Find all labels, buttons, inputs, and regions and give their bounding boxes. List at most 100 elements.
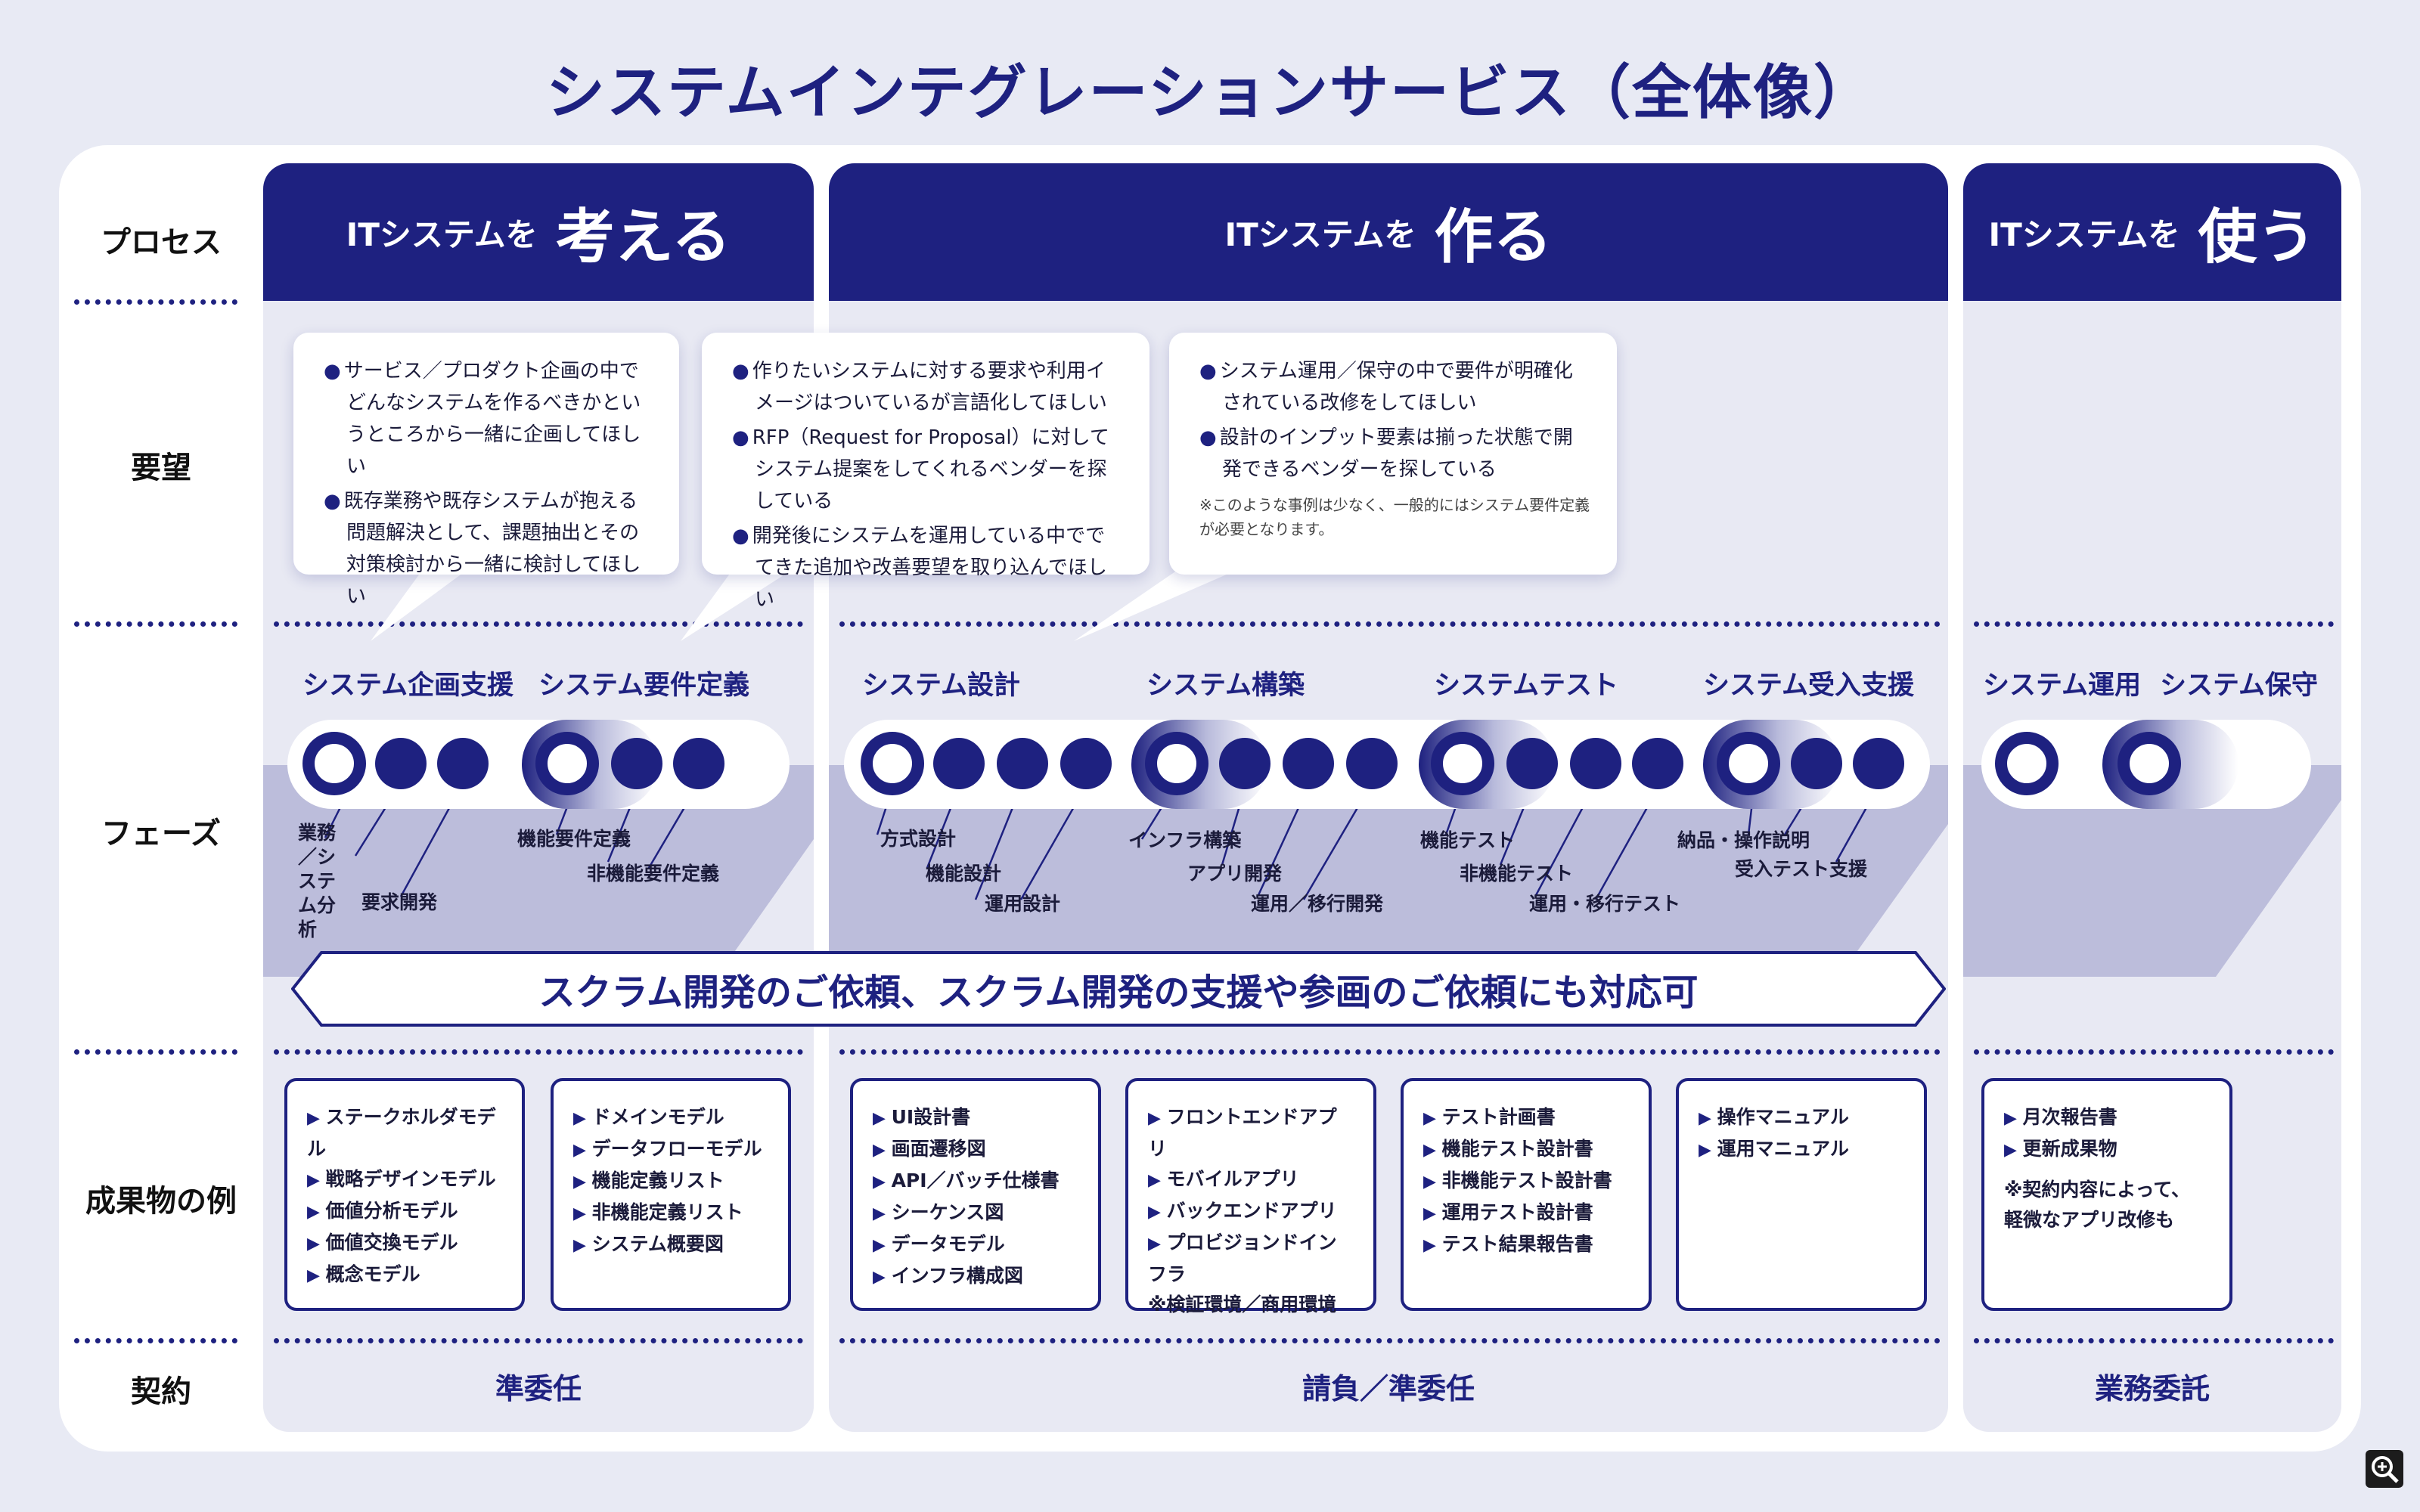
deliverable-item: 運用テスト設計書 <box>1423 1198 1629 1229</box>
phase-start-marker <box>302 732 366 795</box>
phase-maintenance: システム保守 <box>2160 671 2318 701</box>
deliverables-box-6: 操作マニュアル 運用マニュアル <box>1676 1078 1927 1311</box>
request-bubble-1: サービス／プロダクト企画の中でどんなシステムを作るべきかというところから一緒に企… <box>293 333 679 608</box>
separator <box>274 1049 803 1055</box>
column-prefix: ITシステムを <box>1988 215 2180 253</box>
deliverable-item: 月次報告書 <box>2004 1102 2210 1134</box>
zoom-in-button[interactable] <box>2366 1450 2403 1488</box>
deliverables-box-5: テスト計画書 機能テスト設計書 非機能テスト設計書 運用テスト設計書 テスト結果… <box>1401 1078 1652 1311</box>
request-item: 設計のインプット要素は揃った状態で開発できるベンダーを探している <box>1199 422 1591 485</box>
separator <box>74 1049 237 1055</box>
separator <box>1974 1338 2334 1343</box>
separator <box>1974 621 2334 627</box>
subphase: 運用設計 <box>985 893 1061 915</box>
row-label-deliverables: 成果物の例 <box>85 1184 237 1219</box>
deliverable-note: 軽微なアプリ改修も <box>2004 1209 2175 1231</box>
deliverable-item: UI設計書 <box>873 1102 1078 1134</box>
deliverable-item: バックエンドアプリ <box>1148 1196 1354 1228</box>
deliverable-item: データフローモデル <box>573 1134 768 1166</box>
separator <box>74 299 237 305</box>
deliverable-item: 操作マニュアル <box>1699 1102 1904 1134</box>
column-header-think: ITシステムを 考える <box>263 163 814 301</box>
deliverable-item: 非機能テスト設計書 <box>1423 1166 1629 1198</box>
separator <box>74 1338 237 1343</box>
deliverable-note: ※検証環境／商用環境 <box>1148 1294 1337 1315</box>
band-build <box>829 765 1948 951</box>
row-label-contract: 契約 <box>131 1374 191 1409</box>
row-label-phase: フェーズ <box>101 816 221 851</box>
contract-build: 請負／準委任 <box>1302 1372 1475 1405</box>
request-item: RFP（Request for Proposal）に対してシステム提案をしてくれ… <box>732 422 1124 517</box>
deliverable-item: プロビジョンドインフラ <box>1148 1228 1354 1290</box>
subphase: 納品・操作説明 <box>1677 829 1810 851</box>
scrum-banner-text: スクラム開発のご依頼、スクラム開発の支援や参画のご依頼にも対応可 <box>538 971 1699 1014</box>
phase-design: システム設計 <box>862 671 1020 701</box>
deliverable-item: 価値分析モデル <box>307 1196 502 1228</box>
step-marker <box>1853 738 1904 789</box>
deliverable-note: ※契約内容によって、 <box>2004 1179 2191 1201</box>
deliverables-box-2: ドメインモデル データフローモデル 機能定義リスト 非機能定義リスト システム概… <box>551 1078 791 1311</box>
subphase: アプリ開発 <box>1187 863 1283 885</box>
subphase: 機能テスト <box>1420 829 1516 851</box>
subphase: 運用／移行開発 <box>1251 893 1384 915</box>
step-marker <box>997 738 1048 789</box>
step-marker <box>1060 738 1112 789</box>
phase-build: システム構築 <box>1146 671 1305 701</box>
phase-start-marker <box>1431 732 1494 795</box>
band-think <box>263 765 814 977</box>
subphase: 運用・移行テスト <box>1529 893 1681 915</box>
phase-start-marker <box>861 732 924 795</box>
request-bubble-3: システム運用／保守の中で要件が明確化されている改修をしてほしい 設計のインプット… <box>1169 333 1617 575</box>
contract-use: 業務委託 <box>2094 1372 2210 1405</box>
request-item: 開発後にシステムを運用している中ででてきた追加や改善要望を取り込んでほしい <box>732 520 1124 615</box>
column-verb: 使う <box>2198 203 2316 271</box>
step-marker <box>1791 738 1842 789</box>
row-label-process: プロセス <box>101 225 222 260</box>
deliverable-item: ステークホルダモデル <box>307 1102 502 1164</box>
step-marker <box>933 738 985 789</box>
step-marker <box>1346 738 1398 789</box>
phase-operation: システム運用 <box>1983 671 2141 701</box>
separator <box>274 621 803 627</box>
subphase: 非機能テスト <box>1460 863 1574 885</box>
column-prefix: ITシステムを <box>346 215 538 253</box>
phase-start-marker <box>1717 732 1780 795</box>
phase-acceptance: システム受入支援 <box>1703 671 1914 701</box>
step-marker <box>673 738 724 789</box>
step-marker <box>375 738 427 789</box>
deliverable-item: API／バッチ仕様書 <box>873 1166 1078 1198</box>
deliverables-box-3: UI設計書 画面遷移図 API／バッチ仕様書 シーケンス図 データモデル インフ… <box>850 1078 1101 1311</box>
subphase: 機能要件定義 <box>517 828 631 850</box>
deliverable-item: テスト計画書 <box>1423 1102 1629 1134</box>
deliverable-item: ドメインモデル <box>573 1102 768 1134</box>
request-item: サービス／プロダクト企画の中でどんなシステムを作るべきかというところから一緒に企… <box>324 355 653 482</box>
phase-start-marker <box>1145 732 1208 795</box>
column-header-build: ITシステムを 作る <box>829 163 1948 301</box>
deliverables-box-7: 月次報告書 更新成果物 ※契約内容によって、 軽微なアプリ改修も <box>1981 1078 2232 1311</box>
subphase: 非機能要件定義 <box>587 863 720 885</box>
separator <box>839 1049 1941 1055</box>
phase-test: システムテスト <box>1434 671 1618 701</box>
step-marker <box>1283 738 1334 789</box>
phase-start-marker <box>1995 732 2059 795</box>
subphase: 要求開発 <box>361 891 438 913</box>
row-label-request: 要望 <box>131 451 191 485</box>
deliverable-item: インフラ構成図 <box>873 1261 1078 1293</box>
phase-start-marker <box>2118 732 2181 795</box>
deliverable-item: 運用マニュアル <box>1699 1134 1904 1166</box>
deliverable-item: 価値交換モデル <box>307 1228 502 1259</box>
deliverables-box-4: フロントエンドアプリ モバイルアプリ バックエンドアプリ プロビジョンドインフラ… <box>1125 1078 1376 1315</box>
zoom-in-icon <box>2372 1456 2399 1483</box>
deliverable-item: テスト結果報告書 <box>1423 1229 1629 1261</box>
subphase: 業務／システム分析 <box>298 822 337 940</box>
request-item: システム運用／保守の中で要件が明確化されている改修をしてほしい <box>1199 355 1591 419</box>
request-item: 作りたいシステムに対する要求や利用イメージはついているが言語化してほしい <box>732 355 1124 419</box>
request-bubble-2: 作りたいシステムに対する要求や利用イメージはついているが言語化してほしい RFP… <box>702 333 1150 611</box>
subphase: 受入テスト支援 <box>1735 858 1868 880</box>
step-marker <box>437 738 489 789</box>
deliverable-item: 概念モデル <box>307 1259 502 1291</box>
phase-requirements: システム要件定義 <box>538 671 749 701</box>
step-marker <box>1219 738 1270 789</box>
request-item: 既存業務や既存システムが抱える問題解決として、課題抽出とその対策検討から一緒に検… <box>324 485 653 612</box>
